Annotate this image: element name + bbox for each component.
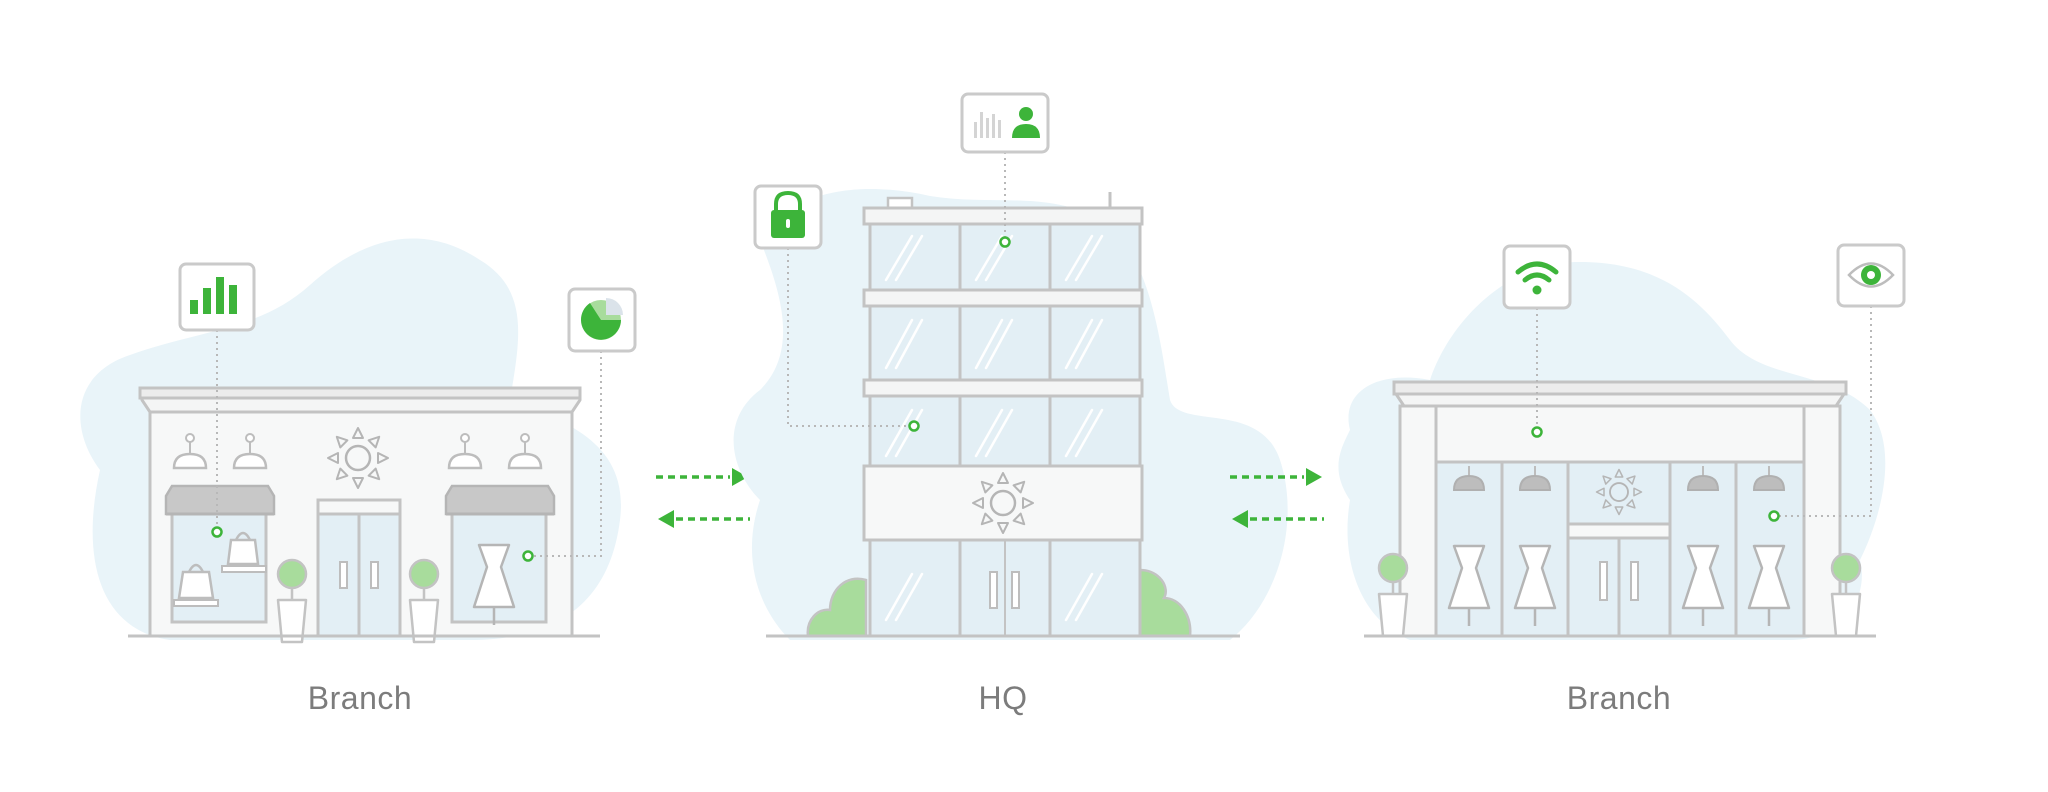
arrow-left-icon: [1232, 510, 1324, 528]
arrow-left-icon: [658, 510, 750, 528]
branch-right-building: [1338, 243, 1906, 640]
branch-left-label: Branch: [307, 680, 413, 716]
branch-left-building: [80, 238, 637, 644]
analytics-user-icon: [960, 92, 1050, 154]
eye-icon: [1836, 243, 1906, 308]
pie-chart-icon: [567, 287, 637, 353]
arrow-right-icon: [1230, 468, 1322, 486]
arrow-right-icon: [656, 468, 748, 486]
hq-building: [733, 92, 1288, 640]
hq-label: HQ: [978, 680, 1028, 716]
lock-icon: [753, 184, 823, 250]
branch-right-label: Branch: [1566, 680, 1672, 716]
wifi-icon: [1502, 244, 1572, 310]
bar-chart-icon: [178, 262, 256, 332]
